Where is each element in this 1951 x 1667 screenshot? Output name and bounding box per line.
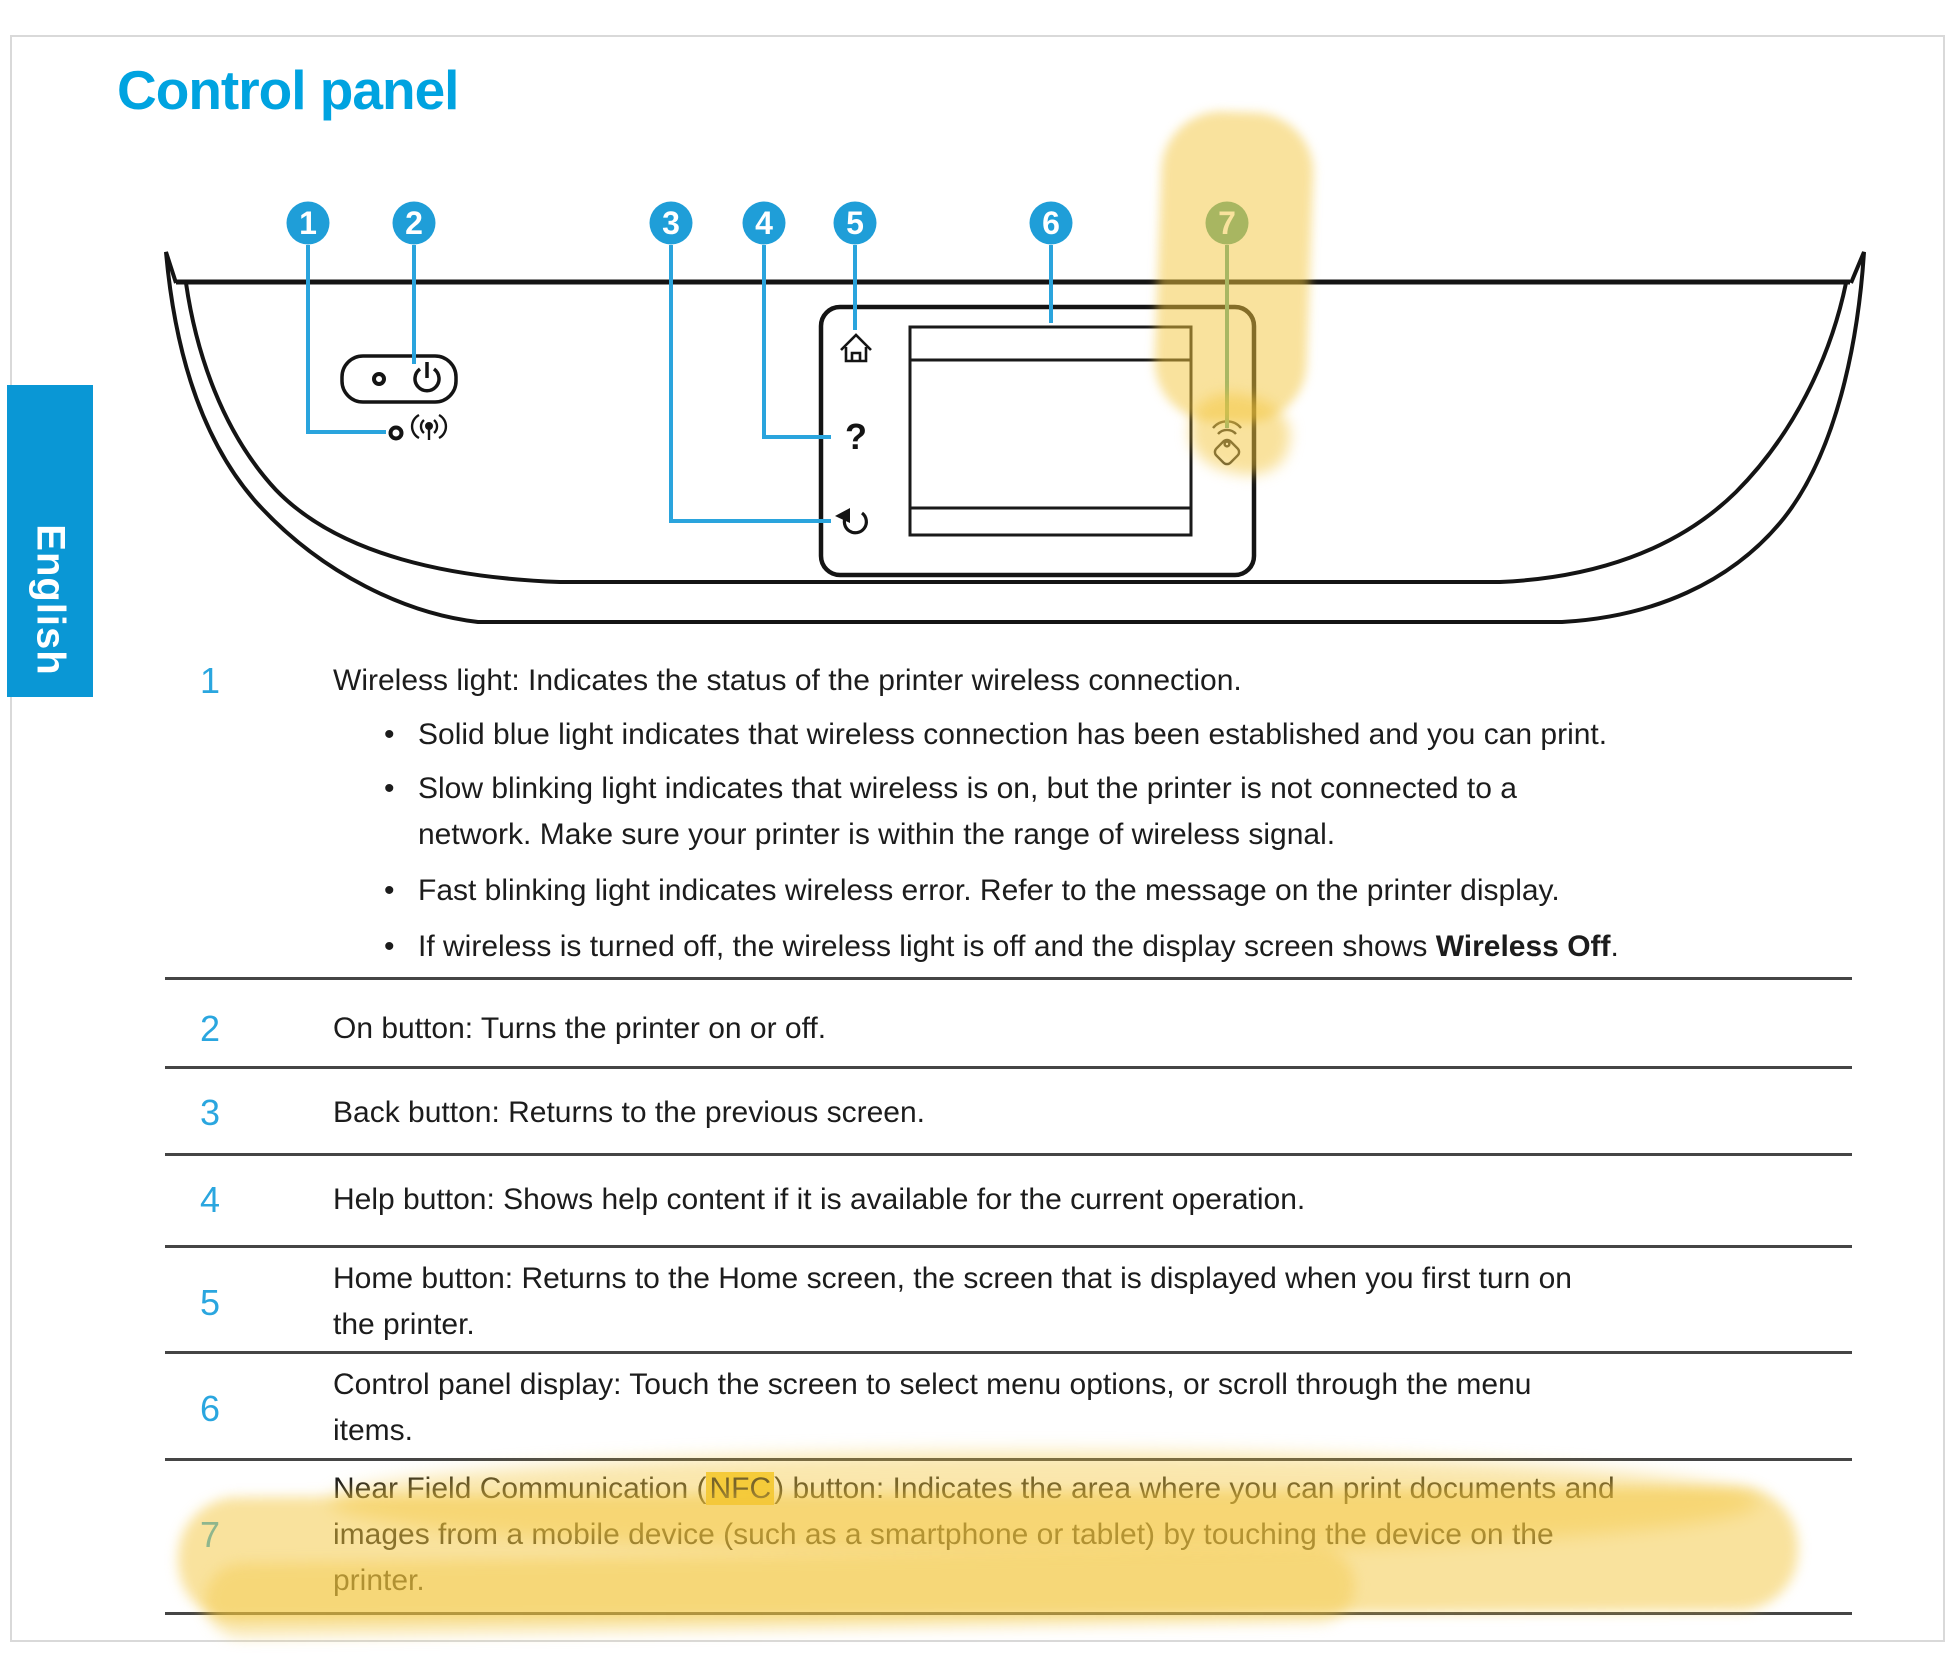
printer-outline <box>164 251 1866 624</box>
row-1-bullet-2-line-2: network. Make sure your printer is withi… <box>418 818 1336 851</box>
row-1-bullet-4: If wireless is turned off, the wireless … <box>418 930 1619 963</box>
row-number-1: 1 <box>199 660 221 701</box>
row-divider <box>165 1066 1852 1069</box>
svg-text:4: 4 <box>755 205 773 241</box>
row-number-6: 6 <box>199 1388 221 1429</box>
language-tab-label: English <box>28 524 73 676</box>
row-6-line-2: items. <box>333 1414 414 1447</box>
row-6-line-1: Control panel display: Touch the screen … <box>333 1368 1532 1401</box>
page-border <box>10 35 1945 1642</box>
svg-text:5: 5 <box>846 205 864 241</box>
callout-4: 4 <box>742 201 786 245</box>
row-1-bullet-2-line-1: Slow blinking light indicates that wirel… <box>418 772 1517 805</box>
nfc-inline-highlight: NFC <box>706 1472 775 1505</box>
row-number-4: 4 <box>199 1179 221 1220</box>
row-divider <box>165 1245 1852 1248</box>
callout-5: 5 <box>833 201 877 245</box>
row-2-text: On button: Turns the printer on or off. <box>333 1012 827 1045</box>
svg-text:7: 7 <box>1218 205 1236 241</box>
row-1-bullet-3: Fast blinking light indicates wireless e… <box>418 874 1560 907</box>
row-number-2: 2 <box>199 1008 221 1049</box>
row-1-text: Wireless light: Indicates the status of … <box>333 664 1242 697</box>
row-7-line-3: printer. <box>333 1564 425 1597</box>
wireless-off-bold: Wireless Off <box>1435 930 1611 963</box>
row-7-line-1: Near Field Communication (NFC) button: I… <box>333 1472 1615 1505</box>
callout-3: 3 <box>649 201 693 245</box>
row-divider <box>165 1612 1852 1615</box>
row-divider <box>165 1153 1852 1156</box>
row-5-line-2: the printer. <box>333 1308 475 1341</box>
callout-2: 2 <box>392 201 436 245</box>
wireless-light-icon <box>388 413 448 441</box>
row-divider <box>165 1458 1852 1461</box>
svg-text:2: 2 <box>405 205 423 241</box>
bullet-dot: • <box>384 772 395 805</box>
svg-text:3: 3 <box>662 205 680 241</box>
svg-text:1: 1 <box>299 205 317 241</box>
callout-7: 7 <box>1205 201 1249 245</box>
row-3-text: Back button: Returns to the previous scr… <box>333 1096 925 1129</box>
callout-1: 1 <box>286 201 330 245</box>
row-number-3: 3 <box>199 1092 221 1133</box>
bullet-dot: • <box>384 874 395 907</box>
row-4-text: Help button: Shows help content if it is… <box>333 1183 1306 1216</box>
home-icon <box>840 333 872 363</box>
row-number-5: 5 <box>199 1282 221 1323</box>
leader-line-1 <box>306 245 386 434</box>
help-icon: ? <box>845 416 867 457</box>
row-divider <box>165 977 1852 980</box>
row-5-line-1: Home button: Returns to the Home screen,… <box>333 1262 1572 1295</box>
power-button <box>340 354 458 404</box>
bullet-dot: • <box>384 930 395 963</box>
row-1-bullet-1: Solid blue light indicates that wireless… <box>418 718 1608 751</box>
leader-line-4 <box>762 245 831 439</box>
power-icon <box>413 362 441 393</box>
row-7-line-2: images from a mobile device (such as a s… <box>333 1518 1554 1551</box>
callout-6: 6 <box>1029 201 1073 245</box>
language-tab: English <box>7 385 93 697</box>
back-icon <box>835 508 868 535</box>
bullet-dot: • <box>384 718 395 751</box>
svg-text:6: 6 <box>1042 205 1060 241</box>
page-title: Control panel <box>117 59 459 121</box>
power-led-dot <box>372 372 386 386</box>
row-divider <box>165 1351 1852 1354</box>
leader-line-3 <box>669 245 831 523</box>
row-number-7: 7 <box>199 1514 221 1555</box>
